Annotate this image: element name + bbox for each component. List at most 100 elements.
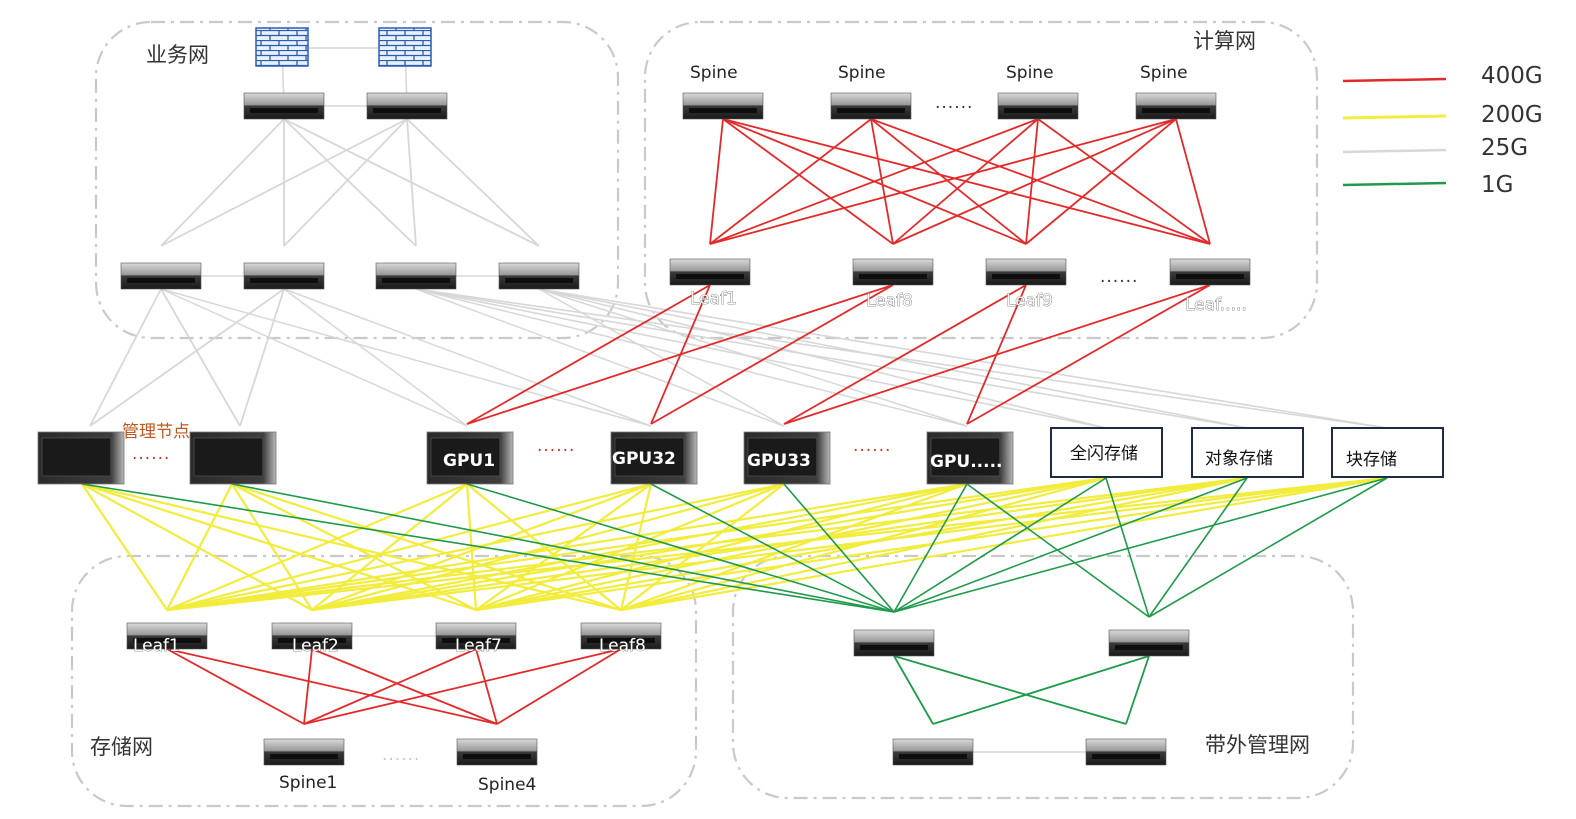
zone-business	[94, 20, 620, 340]
switch-port-row	[587, 638, 655, 643]
storage-spine-switch	[456, 738, 538, 766]
mgmt-node-label: 管理节点	[122, 422, 190, 442]
link-400g	[709, 118, 724, 245]
switch-icon	[852, 258, 934, 286]
link-1g	[1148, 477, 1388, 618]
link-25g	[283, 118, 408, 247]
link-200g	[166, 476, 1248, 612]
link-25g	[283, 288, 652, 427]
compute-spine-switch	[1135, 92, 1217, 120]
link-25g	[415, 288, 1248, 429]
server-front-panel	[41, 437, 112, 477]
switch-icon	[120, 262, 202, 290]
storage-leaf-switch	[271, 622, 353, 650]
oob-switch	[1108, 629, 1190, 657]
link-200g	[475, 482, 968, 612]
link-1g	[783, 483, 895, 613]
server-front-panel	[747, 437, 818, 477]
gpu-server	[610, 431, 698, 485]
link-200g	[166, 482, 785, 612]
switch-icon	[435, 622, 517, 650]
switch-port-row	[442, 638, 510, 643]
storage-label-block: 块存储	[1346, 450, 1397, 470]
link-25g	[160, 118, 285, 247]
link-200g	[81, 482, 477, 612]
switch-port-row	[505, 278, 573, 283]
zone-oob-label: 带外管理网	[1205, 733, 1310, 757]
firewall-icon	[255, 27, 309, 67]
compute-spine-switch	[682, 92, 764, 120]
link-1g	[893, 483, 968, 613]
switch-icon	[669, 258, 751, 286]
zone-storage	[70, 554, 698, 808]
switch-icon	[1085, 738, 1167, 766]
gpu-label: GPU.....	[930, 452, 1003, 472]
link-400g	[966, 284, 1211, 425]
switch-port-row	[899, 754, 967, 759]
compute-spine-switch	[830, 92, 912, 120]
link-200g	[475, 476, 1107, 612]
link-400g	[709, 118, 1177, 245]
link-200g	[475, 482, 785, 612]
link-1g	[1105, 477, 1150, 618]
switch-icon	[997, 92, 1079, 120]
compute-leaf-switch	[669, 258, 751, 286]
business-core-switch	[366, 92, 448, 120]
link-400g	[1025, 118, 1039, 245]
link-1g	[893, 477, 1107, 613]
link-1g	[893, 655, 934, 725]
storage-leaf-label: Leaf8	[599, 636, 646, 656]
link-25g	[160, 288, 241, 427]
switch-port-row	[837, 108, 905, 113]
link-25g	[415, 288, 785, 427]
storage-box-all-flash	[1050, 427, 1163, 478]
link-1g	[466, 483, 895, 613]
link-400g	[166, 648, 305, 725]
zone-business-label: 业务网	[146, 43, 209, 67]
compute-spine-ellipsis: ......	[935, 93, 973, 113]
link-1g	[893, 477, 1388, 613]
switch-icon	[271, 622, 353, 650]
legend-label-400g: 400G	[1481, 63, 1543, 89]
link-400g	[650, 284, 894, 425]
compute-spine-label: Spine	[838, 63, 886, 83]
switch-port-row	[270, 754, 338, 759]
storage-leaf-label: Leaf1	[133, 636, 180, 656]
link-25g	[538, 288, 1107, 429]
business-access-switch	[375, 262, 457, 290]
link-200g	[311, 482, 968, 612]
link-200g	[166, 483, 233, 611]
legend-label-200g: 200G	[1481, 102, 1543, 128]
link-25g	[415, 288, 1388, 429]
link-400g	[303, 648, 622, 725]
compute-leaf-ellipsis: ......	[1100, 267, 1138, 287]
storage-box-object	[1191, 427, 1304, 478]
link-400g	[709, 118, 872, 245]
link-200g	[166, 482, 652, 612]
compute-spine-label: Spine	[690, 63, 738, 83]
switch-icon	[456, 738, 538, 766]
storage-leaf-switch	[435, 622, 517, 650]
switch-icon	[1169, 258, 1251, 286]
switch-icon	[126, 622, 208, 650]
link-25g	[283, 288, 468, 427]
switch-port-row	[860, 645, 928, 650]
link-25g	[406, 118, 417, 247]
link-200g	[620, 483, 785, 611]
gpu-label: GPU32	[612, 449, 676, 469]
storage-spine-ellipsis: ......	[382, 745, 420, 765]
switch-icon	[830, 92, 912, 120]
compute-leaf-label: Leaf8	[866, 291, 913, 311]
storage-box-block	[1331, 427, 1444, 478]
business-access-switch	[120, 262, 202, 290]
link-200g	[166, 476, 1107, 612]
switch-port-row	[1176, 274, 1244, 279]
compute-leaf-label: Leaf9	[1006, 291, 1053, 311]
link-25g	[538, 288, 1388, 429]
link-400g	[1037, 118, 1211, 245]
oob-switch	[892, 738, 974, 766]
switch-icon	[263, 738, 345, 766]
switch-icon	[1135, 92, 1217, 120]
compute-leaf-switch	[985, 258, 1067, 286]
gpu-ellipsis: ......	[537, 436, 575, 456]
